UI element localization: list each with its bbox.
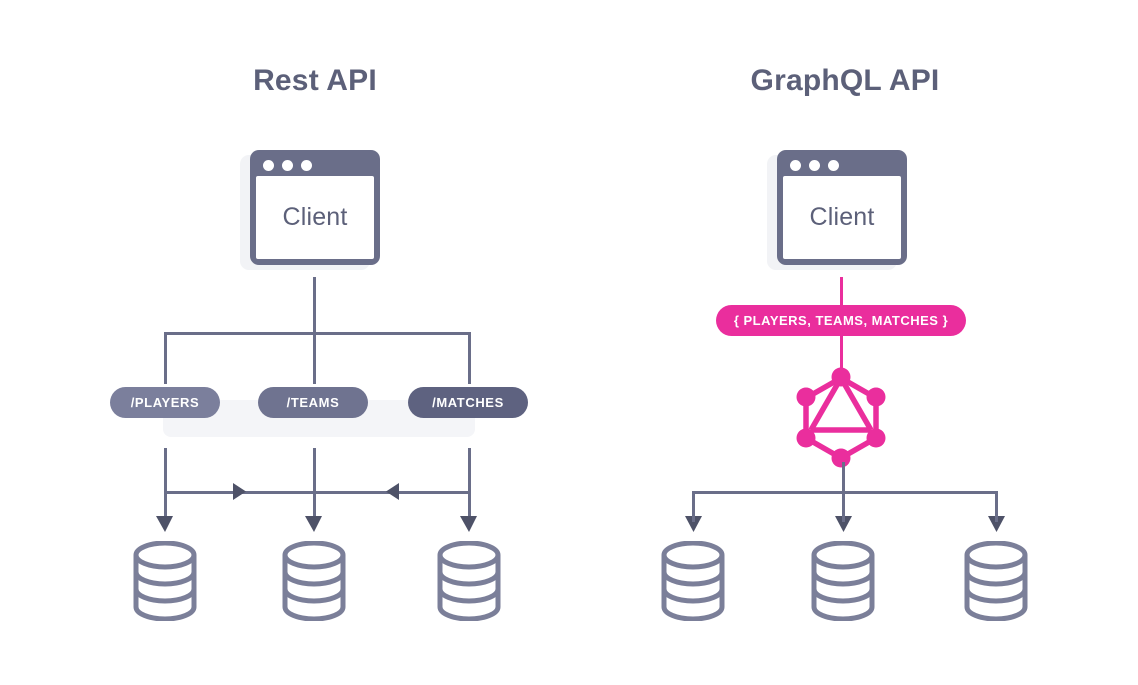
endpoint-pill-players[interactable]: /PLAYERS: [110, 387, 220, 418]
graphql-branch-horizontal-line: [692, 491, 998, 494]
window-dot-icon: [301, 159, 312, 171]
graphql-logo-nodes: [796, 367, 886, 468]
window-dot-icon: [828, 159, 839, 171]
graphql-trunk-line: [842, 462, 845, 494]
graphql-logo-icon: [803, 375, 879, 461]
graphql-db-line-right: [995, 491, 998, 522]
graphql-client-titlebar: [781, 154, 903, 176]
rest-client-body: Client: [256, 176, 374, 259]
graphql-api-title: GraphQL API: [750, 64, 940, 97]
rest-branch-drop-left: [164, 332, 167, 384]
database-icon: [133, 541, 197, 621]
database-icon: [282, 541, 346, 621]
window-dot-icon: [282, 159, 293, 171]
rest-branch-drop-center: [313, 332, 316, 384]
graphql-db-line-left: [692, 491, 695, 522]
rest-branch-horizontal-line: [164, 332, 471, 335]
rest-cross-horizontal-line: [164, 491, 470, 494]
database-icon: [811, 541, 875, 621]
window-dot-icon: [263, 159, 274, 171]
graphql-client-window: Client: [777, 150, 907, 265]
rest-branch-drop-right: [468, 332, 471, 384]
rest-client-trunk-line: [313, 277, 316, 335]
database-icon: [437, 541, 501, 621]
endpoint-pill-teams[interactable]: /TEAMS: [258, 387, 368, 418]
endpoint-pill-matches[interactable]: /MATCHES: [408, 387, 528, 418]
rest-db-line-center: [313, 448, 316, 522]
rest-db-line-right: [468, 448, 471, 522]
endpoint-pill-matches-label: /MATCHES: [432, 395, 504, 410]
graphql-query-label: { PLAYERS, TEAMS, MATCHES }: [733, 313, 949, 328]
database-icon: [661, 541, 725, 621]
graphql-client-body: Client: [783, 176, 901, 259]
endpoint-pill-teams-label: /TEAMS: [286, 395, 340, 410]
graphql-client-label: Client: [809, 203, 875, 231]
rest-client-label: Client: [282, 203, 348, 231]
window-dot-icon: [809, 159, 820, 171]
rest-client-titlebar: [254, 154, 376, 176]
endpoint-pill-players-label: /PLAYERS: [130, 395, 200, 410]
window-dot-icon: [790, 159, 801, 171]
rest-client-window: Client: [250, 150, 380, 265]
graphql-db-line-center: [842, 491, 845, 522]
rest-db-line-left: [164, 448, 167, 522]
rest-api-title: Rest API: [253, 64, 377, 97]
graphql-query-pill[interactable]: { PLAYERS, TEAMS, MATCHES }: [716, 305, 966, 336]
database-icon: [964, 541, 1028, 621]
